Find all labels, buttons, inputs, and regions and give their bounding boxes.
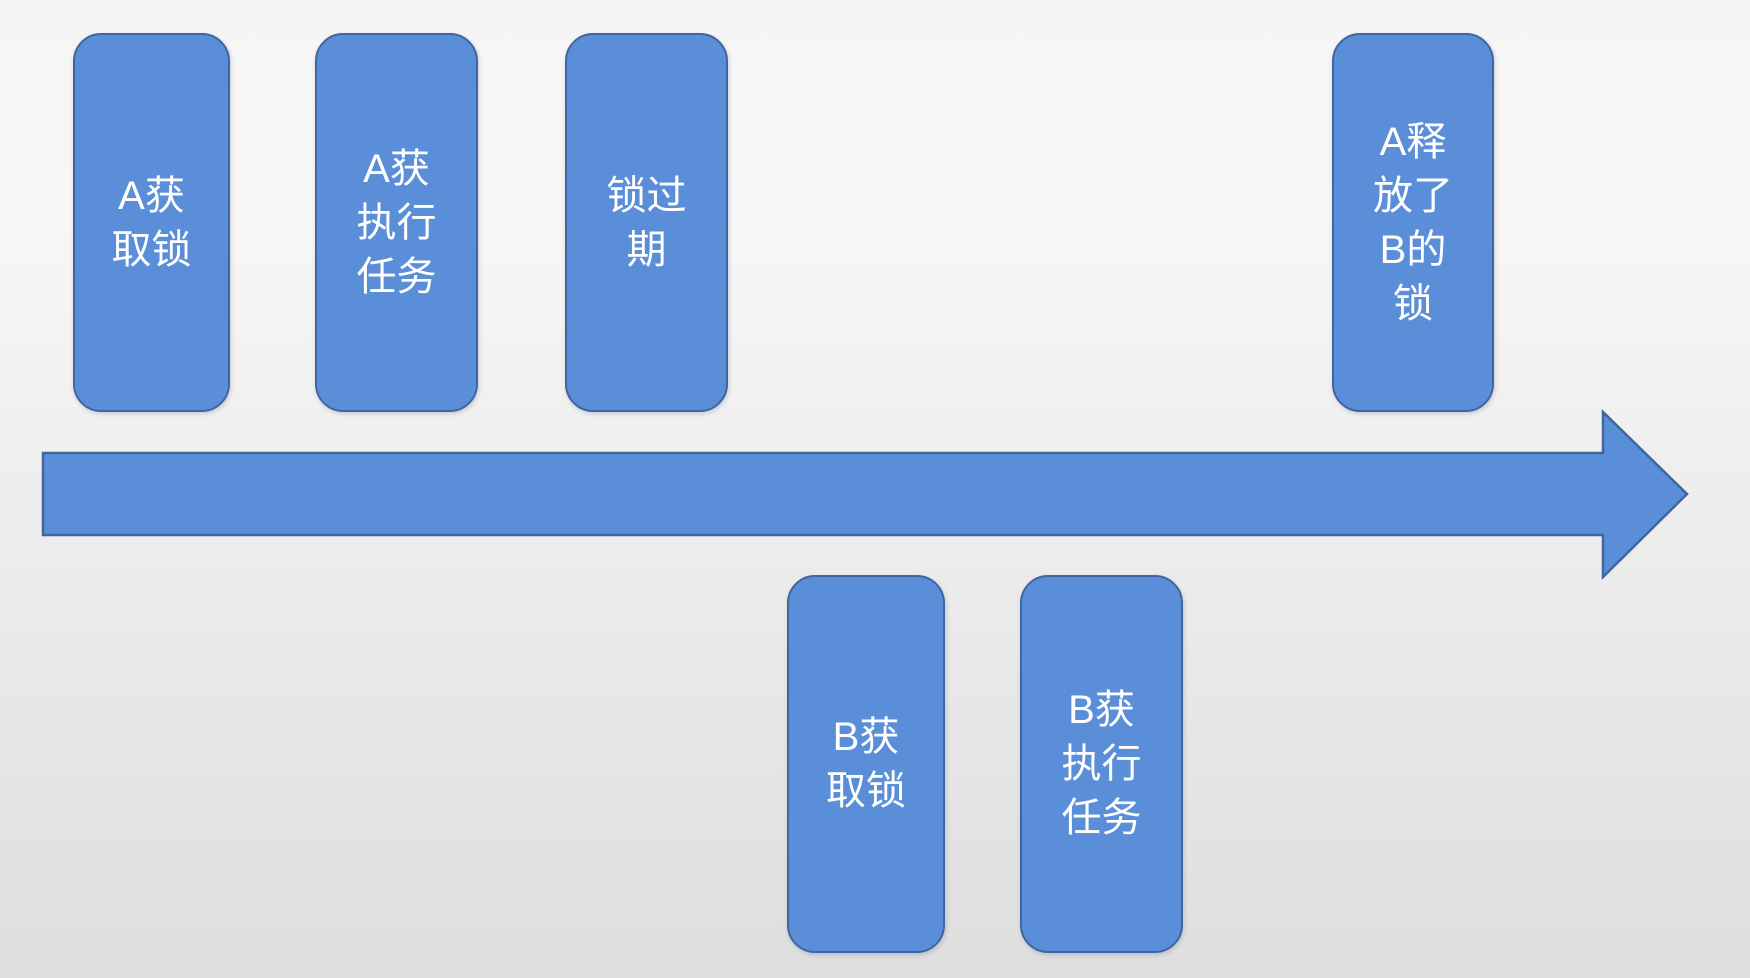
event-label-a-execute-task: A获 执行 任务 xyxy=(356,146,437,299)
event-box-lock-expired: 锁过 期 xyxy=(565,33,728,412)
event-label-b-execute-task: B获 执行 任务 xyxy=(1061,688,1142,840)
event-label-a-acquire-lock: A获 取锁 xyxy=(111,173,192,272)
event-box-a-acquire-lock: A获 取锁 xyxy=(73,33,230,412)
event-label-a-releases-b-lock: A释 放了 B的 锁 xyxy=(1373,119,1453,326)
right-arrow-shape xyxy=(41,409,1689,580)
event-box-a-execute-task: A获 执行 任务 xyxy=(315,33,478,412)
event-box-b-acquire-lock: B获 取锁 xyxy=(787,575,945,953)
event-box-a-releases-b-lock: A释 放了 B的 锁 xyxy=(1332,33,1494,412)
event-label-lock-expired: 锁过 期 xyxy=(606,173,687,272)
event-label-b-acquire-lock: B获 取锁 xyxy=(826,715,906,813)
event-box-b-execute-task: B获 执行 任务 xyxy=(1020,575,1183,953)
